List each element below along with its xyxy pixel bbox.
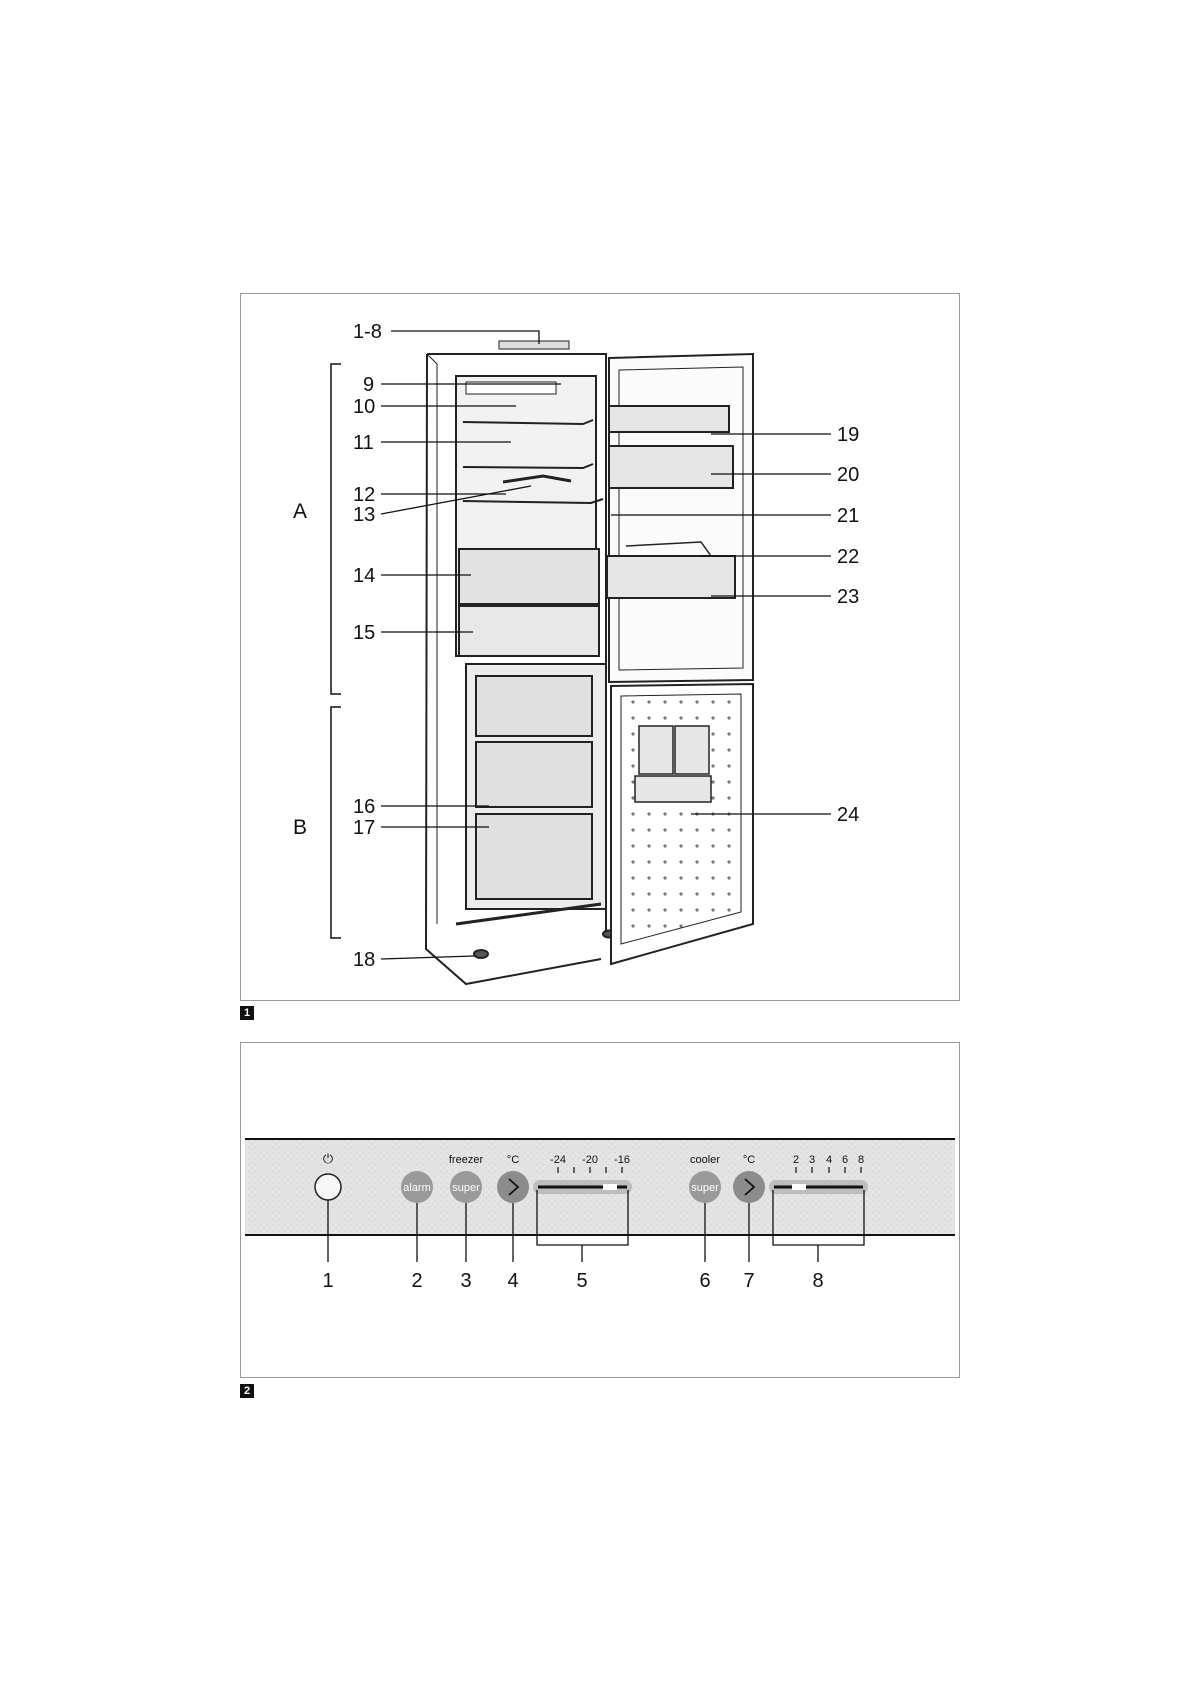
callout-12: 12: [353, 484, 375, 506]
callout-23: 23: [837, 586, 859, 608]
freezer-chevron-icon: [508, 1178, 520, 1196]
freezer-label: freezer: [449, 1154, 484, 1166]
freezer-super-button[interactable]: [450, 1171, 482, 1203]
fridge-illustration: A B 1-8 9 10 11 12: [293, 321, 859, 986]
callout-14: 14: [353, 565, 375, 587]
callout-24: 24: [837, 804, 859, 826]
cooler-super-label: super: [691, 1182, 719, 1194]
cooler-label: cooler: [690, 1154, 720, 1166]
panel-callout-7: 7: [743, 1270, 754, 1292]
freezer-super-label: super: [452, 1182, 480, 1194]
callout-1-8: 1-8: [353, 321, 382, 343]
figure-1-badge: 1: [240, 1006, 254, 1020]
callout-16: 16: [353, 796, 375, 818]
power-button[interactable]: [314, 1173, 342, 1201]
freezer-scale-minus20: -20: [582, 1154, 598, 1166]
section-label-b: B: [293, 816, 307, 839]
freezer-scale-minus24: -24: [550, 1154, 566, 1166]
callout-19: 19: [837, 424, 859, 446]
figure-2-badge: 2: [240, 1384, 254, 1398]
panel-callout-2: 2: [411, 1270, 422, 1292]
panel-callout-4: 4: [507, 1270, 518, 1292]
callout-9: 9: [363, 374, 374, 396]
figure-2-panel: ⏻ alarm freezer super °C -24 -20 -16 coo…: [240, 1042, 960, 1378]
freezer-degree-label: °C: [507, 1154, 519, 1166]
cooler-scale-8: 8: [858, 1154, 864, 1166]
freezer-scale-minus16: -16: [614, 1154, 630, 1166]
panel-callout-8: 8: [812, 1270, 823, 1292]
callout-10: 10: [353, 396, 375, 418]
cooler-degree-label: °C: [743, 1154, 755, 1166]
control-panel-illustration: ⏻ alarm freezer super °C -24 -20 -16 coo…: [245, 1138, 955, 1292]
callout-13: 13: [353, 504, 375, 526]
cooler-temp-button[interactable]: [733, 1171, 765, 1203]
alarm-button-label: alarm: [403, 1182, 431, 1194]
panel-callout-3: 3: [460, 1270, 471, 1292]
cooler-scale-2: 2: [793, 1154, 799, 1166]
callout-15: 15: [353, 622, 375, 644]
callout-18: 18: [353, 949, 375, 971]
callout-21: 21: [837, 505, 859, 527]
cooler-super-button[interactable]: [689, 1171, 721, 1203]
alarm-button[interactable]: [401, 1171, 433, 1203]
cooler-chevron-icon: [744, 1178, 756, 1196]
callout-22: 22: [837, 546, 859, 568]
panel-callout-6: 6: [699, 1270, 710, 1292]
cooler-scale-4: 4: [826, 1154, 832, 1166]
cooler-scale-6: 6: [842, 1154, 848, 1166]
section-label-a: A: [293, 500, 307, 523]
cooler-scale-3: 3: [809, 1154, 815, 1166]
panel-callout-5: 5: [576, 1270, 587, 1292]
power-icon: ⏻: [323, 1151, 333, 1166]
figure-1-panel: A B 1-8 9 10 11 12: [240, 293, 960, 1001]
callout-17: 17: [353, 817, 375, 839]
callout-20: 20: [837, 464, 859, 486]
panel-callout-1: 1: [322, 1270, 333, 1292]
callout-11: 11: [353, 432, 374, 454]
freezer-temp-button[interactable]: [497, 1171, 529, 1203]
